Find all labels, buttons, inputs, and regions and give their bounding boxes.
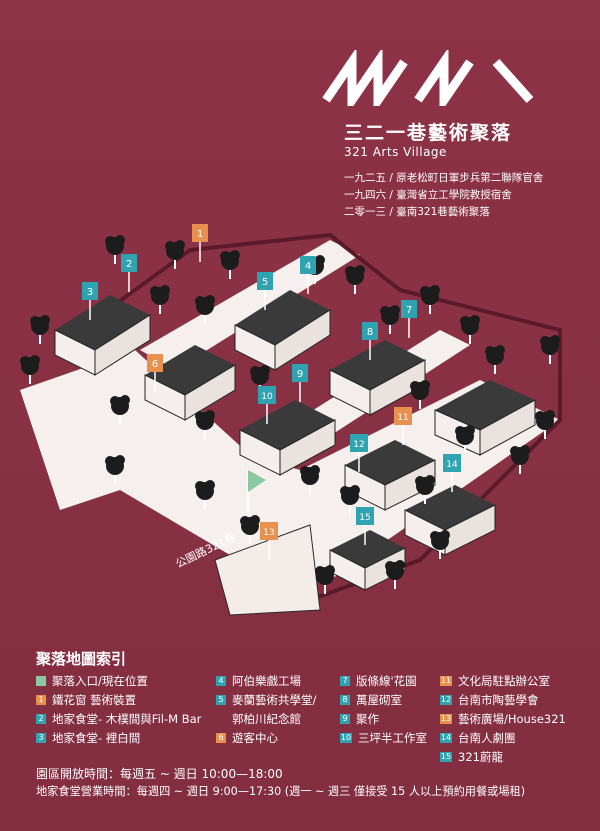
marker-4[interactable]: 4: [300, 256, 316, 294]
wall: [78, 232, 562, 603]
svg-text:5: 5: [262, 277, 268, 288]
marker-6[interactable]: 6: [147, 354, 163, 392]
svg-text:11: 11: [397, 413, 408, 423]
marker-8[interactable]: 8: [362, 322, 378, 360]
entrance-flag-icon: [36, 676, 46, 686]
svg-text:14: 14: [446, 460, 458, 470]
history-item: 一九四六 / 臺灣省立工學院教授宿舍: [344, 189, 512, 201]
marker-12[interactable]: 12: [350, 434, 368, 472]
house: [239, 400, 336, 476]
house: [234, 290, 331, 371]
svg-text:3: 3: [87, 287, 93, 298]
house: [329, 530, 406, 591]
marker-3[interactable]: 3: [82, 282, 98, 320]
marker-13[interactable]: 13: [260, 522, 278, 560]
legend-item: 郭柏川紀念館: [232, 712, 301, 726]
house: [344, 440, 436, 511]
legend-item[interactable]: 聚落入口/現在位置: [36, 673, 201, 692]
svg-text:13: 13: [263, 528, 274, 538]
svg-text:9: 9: [297, 369, 303, 380]
svg-text:10: 10: [261, 392, 273, 402]
marker-1[interactable]: 1: [192, 224, 208, 262]
history-item: 一九二五 / 原老松町日軍步兵第二聯隊官舍: [344, 172, 544, 184]
marker-11[interactable]: 11: [394, 407, 412, 445]
plaza: [214, 524, 321, 616]
history-list: 一九二五 / 原老松町日軍步兵第二聯隊官舍 一九四六 / 臺灣省立工學院教授宿舍…: [344, 170, 543, 221]
svg-text:12: 12: [353, 440, 364, 450]
page-subtitle: 321 Arts Village: [344, 145, 447, 159]
village-map: 公園路321巷 1 2 3 4 5 6 7 8 9 10 11 12 13 14…: [20, 224, 562, 616]
restaurant-hours: 地家食堂營業時間：每週四 ~ 週日 9:00—17:30 (週一 ~ 週三 僅接…: [36, 785, 526, 798]
marker-15[interactable]: 15: [356, 507, 374, 545]
marker-2[interactable]: 2: [121, 254, 137, 292]
svg-text:6: 6: [152, 359, 158, 370]
svg-text:4: 4: [305, 261, 311, 272]
svg-text:1: 1: [197, 229, 203, 240]
arts-village-logo: [322, 50, 534, 106]
marker-14[interactable]: 14: [443, 454, 461, 492]
legend-title: 聚落地圖索引: [36, 650, 127, 668]
svg-text:15: 15: [359, 513, 370, 523]
house: [54, 295, 151, 376]
marker-7[interactable]: 7: [401, 300, 417, 338]
svg-text:8: 8: [367, 327, 373, 338]
history-item: 二零一三 / 臺南321巷藝術聚落: [344, 206, 490, 218]
marker-10[interactable]: 10: [258, 386, 276, 424]
opening-hours: 園區開放時間：每週五 ~ 週日 10:00—18:00 地家食堂營業時間：每週四…: [36, 765, 525, 801]
park-hours: 園區開放時間：每週五 ~ 週日 10:00—18:00: [36, 767, 283, 781]
svg-text:2: 2: [126, 259, 132, 270]
entrance-marker[interactable]: [247, 470, 266, 515]
page-title: 三二一巷藝術聚落: [344, 122, 513, 144]
svg-text:7: 7: [406, 305, 412, 316]
marker-9[interactable]: 9: [292, 364, 308, 402]
road: [20, 350, 560, 580]
marker-5[interactable]: 5: [257, 272, 273, 310]
